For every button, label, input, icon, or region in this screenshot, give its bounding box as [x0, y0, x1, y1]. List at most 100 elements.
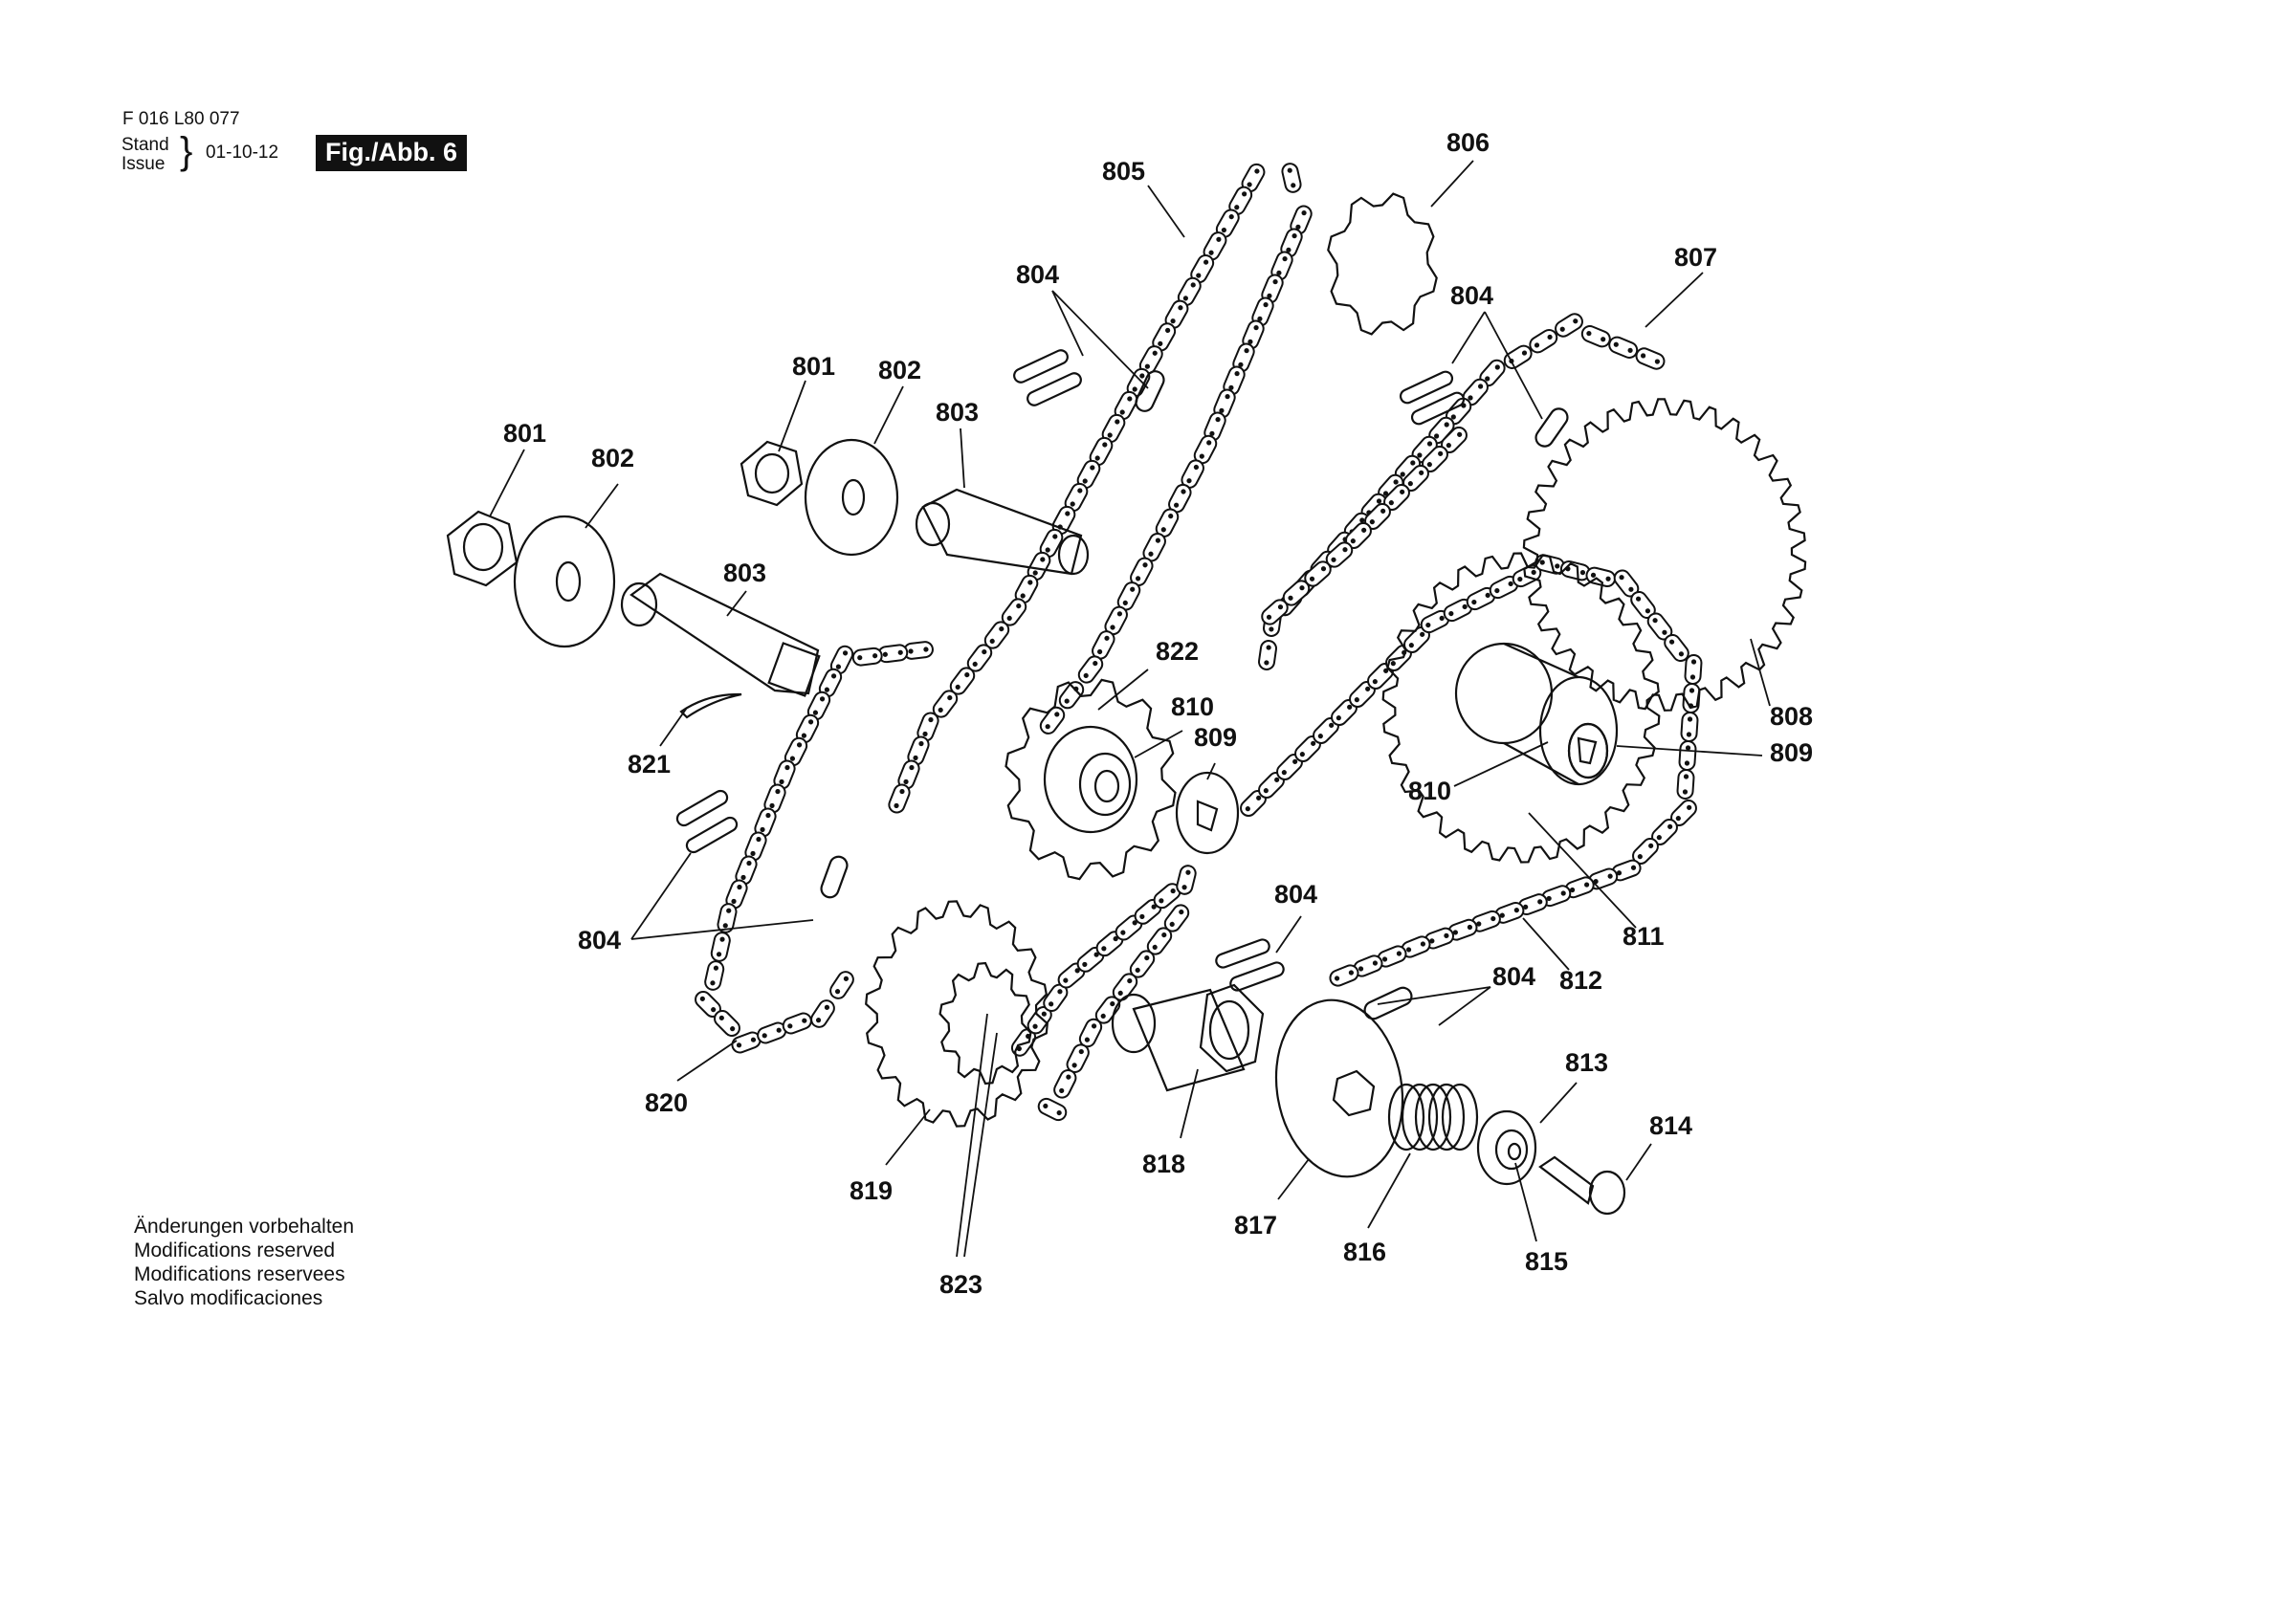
flange-817 [1274, 998, 1404, 1178]
callout-814: 814 [1649, 1111, 1692, 1140]
cotter-pin-821 [679, 692, 742, 719]
callout-804: 804 [1274, 880, 1317, 909]
callout-808: 808 [1770, 702, 1813, 731]
callout-818: 818 [1142, 1150, 1185, 1178]
washer-802-lower [513, 515, 616, 648]
connecting-link-804-left-pin [675, 789, 739, 854]
chain-812-link [1678, 739, 1697, 772]
callout-809: 809 [1770, 738, 1813, 767]
callout-801: 801 [503, 419, 546, 448]
chain-807-link [1633, 344, 1667, 373]
nut-801-lower [446, 510, 519, 587]
brace: } [180, 130, 193, 172]
connecting-link-804-mid-clip [1363, 986, 1413, 1020]
bolt-814 [1538, 1155, 1626, 1216]
washer-809-left [1175, 771, 1240, 855]
chain-820-link [827, 968, 857, 1002]
callout-804: 804 [578, 926, 621, 954]
connecting-link-804-right-clip [1534, 407, 1569, 448]
chain-807-link [1500, 341, 1535, 373]
figure-label: Fig./Abb. 6 [316, 135, 467, 171]
notice-line-en: Modifications reserved [134, 1239, 336, 1261]
sprocket-811 [1381, 552, 1661, 864]
callout-820: 820 [645, 1088, 688, 1117]
nut-801-upper [740, 440, 804, 507]
issue-date: 01-10-12 [206, 143, 279, 163]
connecting-link-804-right-pin [1399, 370, 1466, 426]
chain-807-link [1256, 639, 1279, 671]
chain-807-link [1552, 310, 1586, 340]
callout-817: 817 [1234, 1211, 1277, 1239]
callout-816: 816 [1343, 1238, 1386, 1266]
callout-821: 821 [628, 750, 671, 779]
callout-810: 810 [1408, 777, 1451, 805]
sprocket-808 [1522, 398, 1807, 712]
notice-line-de: Änderungen vorbehalten [134, 1216, 355, 1238]
washer-802-upper [804, 438, 899, 557]
callout-819: 819 [850, 1176, 893, 1205]
hub-822 [1043, 725, 1138, 834]
callout-804: 804 [1450, 281, 1493, 310]
callout-812: 812 [1559, 966, 1602, 995]
chain-820-link [710, 1006, 744, 1041]
callout-801: 801 [792, 352, 835, 381]
callout-822: 822 [1156, 637, 1199, 666]
chain-820-link [1174, 863, 1199, 897]
spring-816 [1387, 1083, 1479, 1151]
notice-line-fr: Modifications reservees [134, 1263, 345, 1285]
chain-812-link [1583, 564, 1618, 589]
callout-804: 804 [1492, 962, 1535, 991]
leader-lines [489, 160, 1771, 1258]
connecting-link-804-top-clip [1135, 370, 1165, 412]
callout-809: 809 [1194, 723, 1237, 752]
chain-820-link [702, 958, 726, 993]
callout-802: 802 [878, 356, 921, 384]
callout-811: 811 [1623, 922, 1665, 951]
connecting-link-804-mid-pin [1215, 938, 1285, 992]
connecting-link-804-top-pin [1013, 349, 1082, 406]
callout-803: 803 [936, 398, 979, 427]
sprocket-819 [865, 900, 1049, 1128]
chain-820-link [780, 1010, 815, 1037]
callout-815: 815 [1525, 1247, 1568, 1276]
callout-804: 804 [1016, 260, 1059, 289]
callout-806: 806 [1446, 128, 1490, 157]
callout-807: 807 [1674, 243, 1717, 272]
sprocket-822 [1004, 678, 1177, 881]
sprocket-806 [1327, 192, 1438, 336]
spacer-818 [1111, 983, 1265, 1092]
chain-805-link [886, 781, 913, 816]
sprocket-823 [938, 961, 1032, 1086]
chain-805-link [1279, 161, 1304, 195]
bushing-810 [1454, 642, 1619, 786]
chain-812-link [1327, 962, 1361, 989]
chain-812-link [1684, 653, 1703, 686]
stand-label: Stand [121, 135, 169, 155]
callout-810: 810 [1171, 692, 1214, 721]
chain-820-link [709, 930, 733, 964]
issue-label: Issue [121, 154, 166, 174]
chain-812-link [1676, 768, 1695, 801]
chain-820-link [1035, 1095, 1070, 1124]
callout-labels: 805 806 804 807 804 801 802 803 801 802 … [503, 128, 1813, 1299]
chain-807-link [1526, 325, 1561, 357]
axle-803-upper [915, 488, 1090, 576]
modification-notice: Änderungen vorbehalten Modifications res… [134, 1215, 354, 1310]
chain-807-link [1578, 322, 1614, 350]
callout-805: 805 [1102, 157, 1145, 186]
connecting-link-804-left-clip [820, 855, 849, 899]
callout-823: 823 [939, 1270, 982, 1299]
document-number: F 016 L80 077 [122, 109, 240, 129]
callout-802: 802 [591, 444, 634, 472]
chain-820-link [850, 646, 884, 668]
notice-line-es: Salvo modificaciones [134, 1287, 323, 1309]
chain-807-link [1605, 334, 1641, 362]
washer-815 [1476, 1109, 1537, 1186]
chain-812-link [1680, 711, 1699, 743]
callout-803: 803 [723, 559, 766, 587]
callout-813: 813 [1565, 1048, 1608, 1077]
chain-820-link [807, 997, 838, 1031]
chain-805 [886, 161, 1315, 816]
chain-820-link [1050, 1066, 1080, 1102]
